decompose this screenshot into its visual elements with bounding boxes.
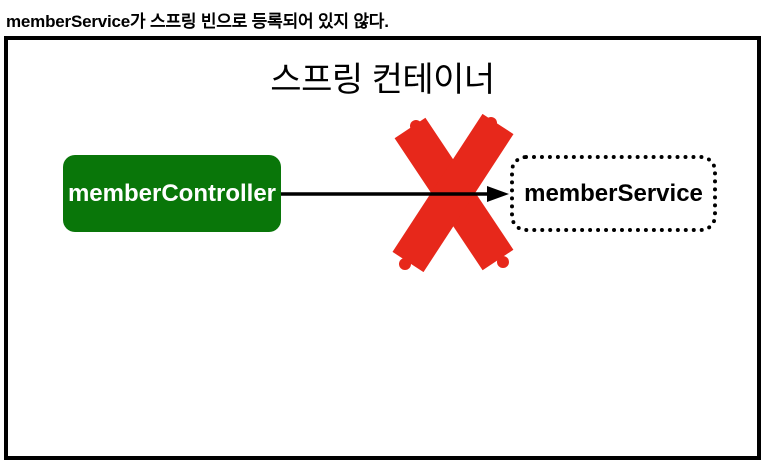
node-member-service-label: memberService (524, 179, 703, 207)
node-member-controller: memberController (63, 155, 281, 232)
spring-container-box: 스프링 컨테이너 memberController memberService (4, 36, 761, 460)
node-member-service: memberService (510, 155, 717, 232)
arrow-icon (281, 186, 509, 202)
container-title: 스프링 컨테이너 (270, 61, 495, 99)
node-member-controller-label: memberController (67, 179, 277, 207)
caption: memberService가 스프링 빈으로 등록되어 있지 않다. (6, 12, 389, 31)
